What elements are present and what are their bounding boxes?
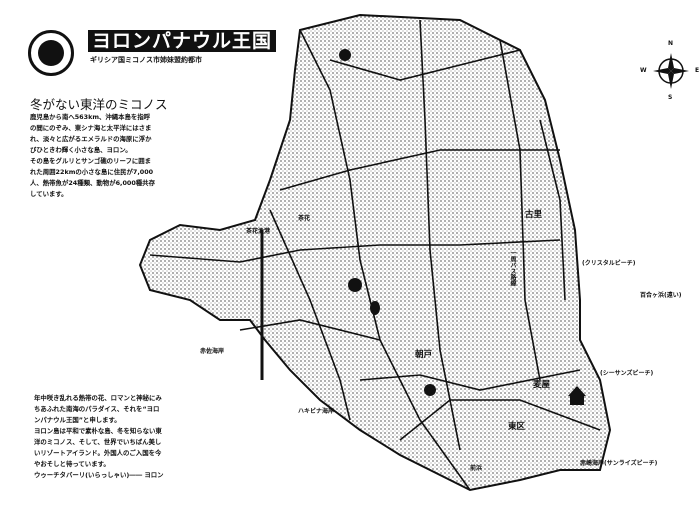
label-chabana: 茶花 (298, 215, 311, 222)
kingdom-seal-logo (28, 30, 74, 76)
page-title: ヨロンパナウル王国 (88, 30, 277, 52)
label-hakibina: ハキビナ海岸 (298, 408, 335, 415)
label-higashiku: 東区 (508, 422, 526, 432)
outro-paragraph-1: 年中咲き乱れる熱帯の花、ロマンと神秘にみちあふれた南海のパラダイス、それを“ヨロ… (34, 394, 162, 424)
label-maehama: 前浜 (470, 465, 483, 472)
compass-icon (653, 53, 689, 89)
label-seasons-beach: (シーサンズビーチ) (600, 370, 654, 377)
label-mugiya: 麦屋 (533, 380, 551, 390)
landmark-icons (339, 49, 586, 405)
intro-paragraph-2: その島をグルリとサンゴ礁のリーフに囲まれた周囲22kmの小さな島に住民が7,00… (30, 157, 155, 198)
label-sunrise-beach: 赤崎海岸(サンライズビーチ) (580, 460, 658, 467)
compass-rose: N S W E (640, 40, 699, 101)
outro-greeting: ウゥーチタバーリ(いらっしゃい)―― ヨロン (34, 471, 164, 479)
roads (149, 19, 601, 491)
label-furusato: 古里 (525, 210, 543, 220)
label-bus-route: 一周バス路線 (509, 250, 516, 286)
outro-paragraph-2: ヨロン島は平和で素朴な島、冬を知らない東洋のミコノス、そして、世界でいちばん美し… (34, 427, 162, 468)
intro-heading: 冬がない東洋のミコノス (30, 97, 168, 112)
intro-text: 鹿児島から南へ563km、沖縄本島を指呼の間にのぞみ、東シナ海と太平洋にはさまれ… (30, 112, 155, 200)
label-asato: 朝戸 (415, 350, 433, 360)
compass-south: S (668, 94, 673, 101)
label-yurigahama: 百合ヶ浜(遠い) (640, 292, 682, 299)
compass-east: E (695, 67, 699, 74)
label-crystal-beach: (クリスタルビーチ) (582, 260, 636, 267)
label-chabana-port: 茶花漁港 (246, 228, 271, 235)
intro-paragraph-1: 鹿児島から南へ563km、沖縄本島を指呼の間にのぞみ、東シナ海と太平洋にはさまれ… (30, 113, 152, 154)
outro-text: 年中咲き乱れる熱帯の花、ロマンと神秘にみちあふれた南海のパラダイス、それを“ヨロ… (34, 393, 164, 481)
island-outline (138, 13, 612, 492)
compass-west: W (640, 67, 647, 74)
subtitle: ギリシア国ミコノス市姉妹盟約都市 (90, 56, 202, 64)
label-akasa: 赤佐海岸 (200, 348, 225, 355)
compass-north: N (668, 40, 674, 47)
